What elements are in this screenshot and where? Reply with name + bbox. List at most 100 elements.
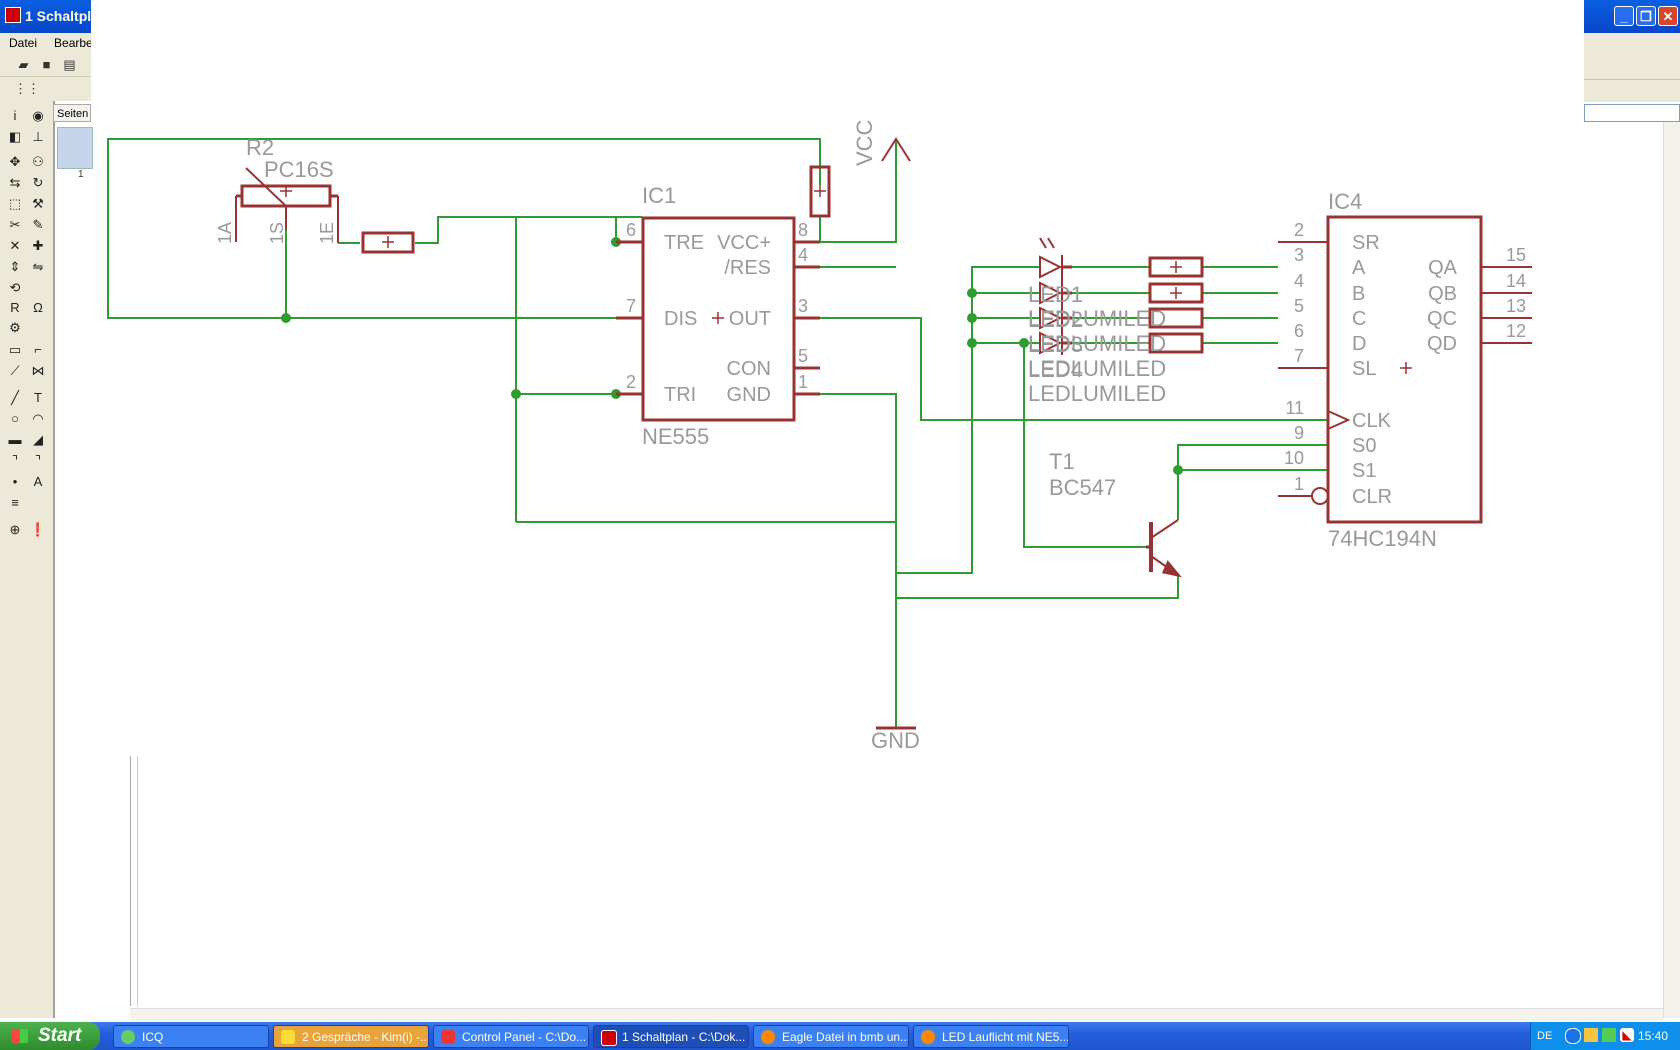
mark-icon[interactable]: ⊥ — [32, 129, 44, 144]
menu-bearbeiten[interactable]: Bearbeit — [54, 36, 91, 50]
led-label: LEDLUMILED — [1028, 306, 1166, 331]
ic4-pin-d: D — [1352, 333, 1366, 355]
junction-dot — [967, 313, 977, 323]
schematic-canvas[interactable]: R2 PC16S 1A 1S 1E IC1 NE555 VCC GND IC4 … — [0, 0, 1680, 1020]
taskbar-item-control-panel[interactable]: Control Panel - C:\Do... — [433, 1025, 589, 1048]
taskbar-item-schaltplan[interactable]: 1 Schaltplan - C:\Dok... — [593, 1025, 749, 1048]
gateswap-icon[interactable]: ⇋ — [32, 259, 44, 274]
change-icon[interactable]: ⚒ — [32, 196, 44, 211]
taskbar-item-label: Control Panel - C:\Do... — [462, 1030, 587, 1044]
taskbar-item-chat[interactable]: 2 Gespräche - Kim(i) -... — [273, 1025, 429, 1048]
t1-name: T1 — [1049, 449, 1075, 474]
smash-icon[interactable]: ⚙ — [9, 320, 21, 335]
display-layers-icon[interactable]: ◧ — [8, 129, 22, 144]
origin-cross — [1400, 362, 1412, 374]
errors-icon[interactable]: ❗ — [29, 522, 47, 537]
junction-dot — [511, 389, 521, 399]
paste-icon[interactable]: ✎ — [32, 217, 44, 232]
info-icon[interactable]: i — [13, 108, 17, 123]
tray-network-icon[interactable] — [1602, 1028, 1616, 1042]
taskbar-item-icq[interactable]: ICQ — [113, 1025, 269, 1048]
menu-datei[interactable]: Datei — [9, 36, 38, 50]
rect-icon[interactable]: ▬ — [8, 432, 22, 447]
toolbar-right — [1584, 80, 1680, 102]
attribute-icon[interactable]: ≡ — [11, 495, 19, 510]
window-title-bar[interactable]: 1 Schaltplan — [0, 0, 91, 33]
pinswap-icon[interactable]: ⇕ — [9, 259, 21, 274]
mirror-icon[interactable]: ⇆ — [9, 175, 21, 190]
vertical-scrollbar[interactable] — [1663, 122, 1680, 1018]
print-icon[interactable]: ▤ — [63, 57, 76, 72]
taskbar-item-label: Eagle Datei in bmb un... — [782, 1030, 909, 1044]
wire-icon[interactable]: ╱ — [11, 390, 19, 405]
miter-icon[interactable]: ⌐ — [34, 342, 42, 357]
pin-labels: TRE DIS TRI VCC+ /RES OUT CON GND SR A B… — [664, 232, 1458, 508]
bus-icon[interactable]: ⌝ — [11, 453, 19, 468]
label-icon[interactable]: A — [33, 474, 43, 489]
r2-pin-1s: 1S — [267, 222, 287, 244]
t1-emitter-arrow — [1161, 560, 1182, 578]
value-icon[interactable]: Ω — [33, 300, 43, 315]
led-label: LED2 — [1028, 307, 1083, 332]
origin-cross — [1170, 287, 1182, 299]
show-icon[interactable]: ◉ — [32, 108, 44, 123]
origin-markers — [280, 185, 1412, 374]
net-emitter — [896, 575, 1179, 599]
r2-pin-1a: 1A — [215, 222, 235, 244]
ic1-name: IC1 — [642, 183, 676, 208]
minimize-button[interactable]: _ — [1614, 6, 1634, 26]
ic1-pin-res: /RES — [724, 257, 771, 279]
back-arrow-icon[interactable] — [1565, 1028, 1581, 1044]
erc-icon[interactable]: ⊕ — [9, 522, 21, 537]
split-icon[interactable]: ▭ — [8, 342, 22, 357]
tray-app-icon[interactable] — [1584, 1028, 1598, 1042]
ic1-pin-dis: DIS — [664, 308, 697, 330]
move-icon[interactable]: ✥ — [9, 154, 21, 169]
resistor-body — [809, 165, 831, 218]
resistor-body — [1148, 282, 1204, 304]
page-thumbnail[interactable] — [57, 127, 93, 169]
pin-number: 13 — [1506, 296, 1526, 316]
r2-name: R2 — [246, 135, 274, 160]
symbols — [235, 137, 1532, 730]
copy-icon[interactable]: ⚇ — [32, 154, 44, 169]
net-icon[interactable]: ⌝ — [34, 453, 42, 468]
language-indicator[interactable]: DE — [1537, 1030, 1553, 1042]
invoke-icon[interactable]: ⟋ — [10, 363, 20, 378]
taskbar-item-firefox-eagle[interactable]: Eagle Datei in bmb un... — [753, 1025, 909, 1048]
ic4-pin-b: B — [1352, 283, 1365, 305]
horizontal-scrollbar[interactable] — [130, 1008, 1663, 1021]
junction-dot — [967, 338, 977, 348]
name-icon[interactable]: R — [10, 300, 20, 315]
open-folder-icon[interactable]: ▰ — [18, 57, 29, 72]
pin-number: 2 — [1294, 220, 1304, 240]
polygon-icon[interactable]: ◢ — [33, 432, 43, 447]
group-icon[interactable]: ⬚ — [8, 196, 22, 211]
close-button[interactable]: ✕ — [1658, 6, 1678, 26]
pin-number: 5 — [798, 346, 808, 366]
replace-icon[interactable]: ⟲ — [9, 280, 21, 295]
antivirus-icon[interactable]: ◣ — [1620, 1028, 1634, 1042]
arc-icon[interactable]: ◠ — [32, 411, 44, 426]
pane-divider[interactable] — [130, 756, 138, 1006]
junction-icon[interactable]: • — [12, 474, 18, 489]
r2-value: PC16S — [264, 157, 334, 182]
restore-button[interactable]: ❐ — [1636, 6, 1656, 26]
delete-icon[interactable]: ✕ — [9, 238, 21, 253]
text-icon[interactable]: T — [34, 390, 42, 405]
t1-value: BC547 — [1049, 475, 1116, 500]
optimize-icon[interactable]: ⋈ — [31, 363, 45, 378]
add-icon[interactable]: ✚ — [32, 238, 44, 253]
ic4-pin-sl: SL — [1352, 358, 1376, 380]
pin-number: 6 — [1294, 321, 1304, 341]
net-s0 — [1177, 444, 1328, 520]
r2-pin-1e: 1E — [317, 222, 337, 244]
seiten-tab[interactable]: Seiten — [53, 104, 91, 122]
cut-icon[interactable]: ✂ — [9, 217, 21, 232]
ic1-pin-gnd: GND — [727, 384, 771, 406]
save-icon[interactable]: ■ — [42, 57, 51, 72]
rotate-icon[interactable]: ↻ — [32, 175, 44, 190]
circle-icon[interactable]: ○ — [11, 411, 19, 426]
taskbar-item-firefox-led[interactable]: LED Lauflicht mit NE5... — [913, 1025, 1069, 1048]
command-tool-panel: i ◉ ◧ ⊥ ✥ ⚇ ⇆ ↻ ⬚ ⚒ ✂ ✎ ✕ ✚ ⇕ ⇋ ⟲ R Ω ⚙ … — [0, 101, 55, 1018]
